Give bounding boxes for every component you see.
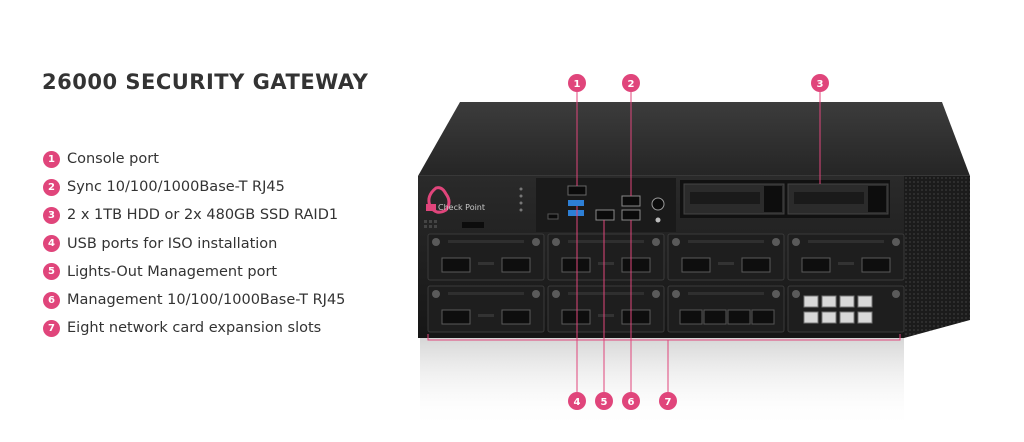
callout-badge-6: 6 [622,392,640,410]
feature-item-console-port: 1 Console port [43,145,345,173]
management-port [621,209,641,221]
callout-badge-1: 1 [568,74,586,92]
drive-bays [680,180,890,218]
console-port [567,185,587,196]
feature-label: 2 x 1TB HDD or 2x 480GB SSD RAID1 [67,207,339,224]
device-reflection [420,338,904,428]
check-point-logo-icon [427,186,451,214]
badge-5: 5 [43,263,60,281]
feature-item-management-port: 6 Management 10/100/1000Base-T RJ45 [43,286,345,314]
usb-port [568,200,584,206]
expansion-card [427,285,545,333]
feature-label: USB ports for ISO installation [67,235,278,252]
badge-3: 3 [43,206,60,224]
svg-text:4: 4 [574,397,581,408]
callout-lines [427,92,901,392]
expansion-card-rj45 [787,285,905,333]
feature-label: Console port [67,151,159,168]
callout-badge-5: 5 [595,392,613,410]
sync-port [621,195,641,207]
feature-item-sync-port: 2 Sync 10/100/1000Base-T RJ45 [43,173,345,201]
feature-label: Management 10/100/1000Base-T RJ45 [67,292,346,309]
chassis-top [418,102,970,176]
page-title: 26000 SECURITY GATEWAY [42,70,369,94]
callout-badge-7: 7 [659,392,677,410]
expansion-card [427,233,545,281]
feature-list: 1 Console port 2 Sync 10/100/1000Base-T … [43,145,345,342]
feature-item-expansion-slots: 7 Eight network card expansion slots [43,314,345,342]
badge-6: 6 [43,291,60,309]
expansion-card [547,285,665,333]
expansion-card [667,233,785,281]
feature-item-lom-port: 5 Lights-Out Management port [43,258,345,286]
brand-area: Check Point [424,186,523,228]
usb-port [568,210,584,216]
power-button [651,197,665,211]
svg-text:3: 3 [817,79,824,90]
badge-1: 1 [43,150,60,168]
lom-port [595,209,615,221]
brand-text: Check Point [438,203,485,212]
svg-text:6: 6 [628,397,635,408]
expansion-slots [427,233,905,333]
svg-text:1: 1 [574,79,581,90]
badge-4: 4 [43,235,60,253]
expansion-card [787,233,905,281]
reset-button [655,217,661,223]
svg-text:2: 2 [628,79,635,90]
callout-badge-3: 3 [811,74,829,92]
feature-label: Sync 10/100/1000Base-T RJ45 [67,179,285,196]
chassis-side-vent [904,176,970,338]
io-panel [536,178,676,232]
feature-label: Eight network card expansion slots [67,320,322,337]
svg-text:5: 5 [601,397,608,408]
expansion-card [547,233,665,281]
feature-item-usb-ports: 4 USB ports for ISO installation [43,230,345,258]
feature-label: Lights-Out Management port [67,263,278,280]
expansion-card [667,285,785,333]
badge-7: 7 [43,319,60,337]
feature-item-storage: 3 2 x 1TB HDD or 2x 480GB SSD RAID1 [43,201,345,229]
svg-text:7: 7 [665,397,672,408]
badge-2: 2 [43,178,60,196]
callout-badge-4: 4 [568,392,586,410]
callout-badge-2: 2 [622,74,640,92]
